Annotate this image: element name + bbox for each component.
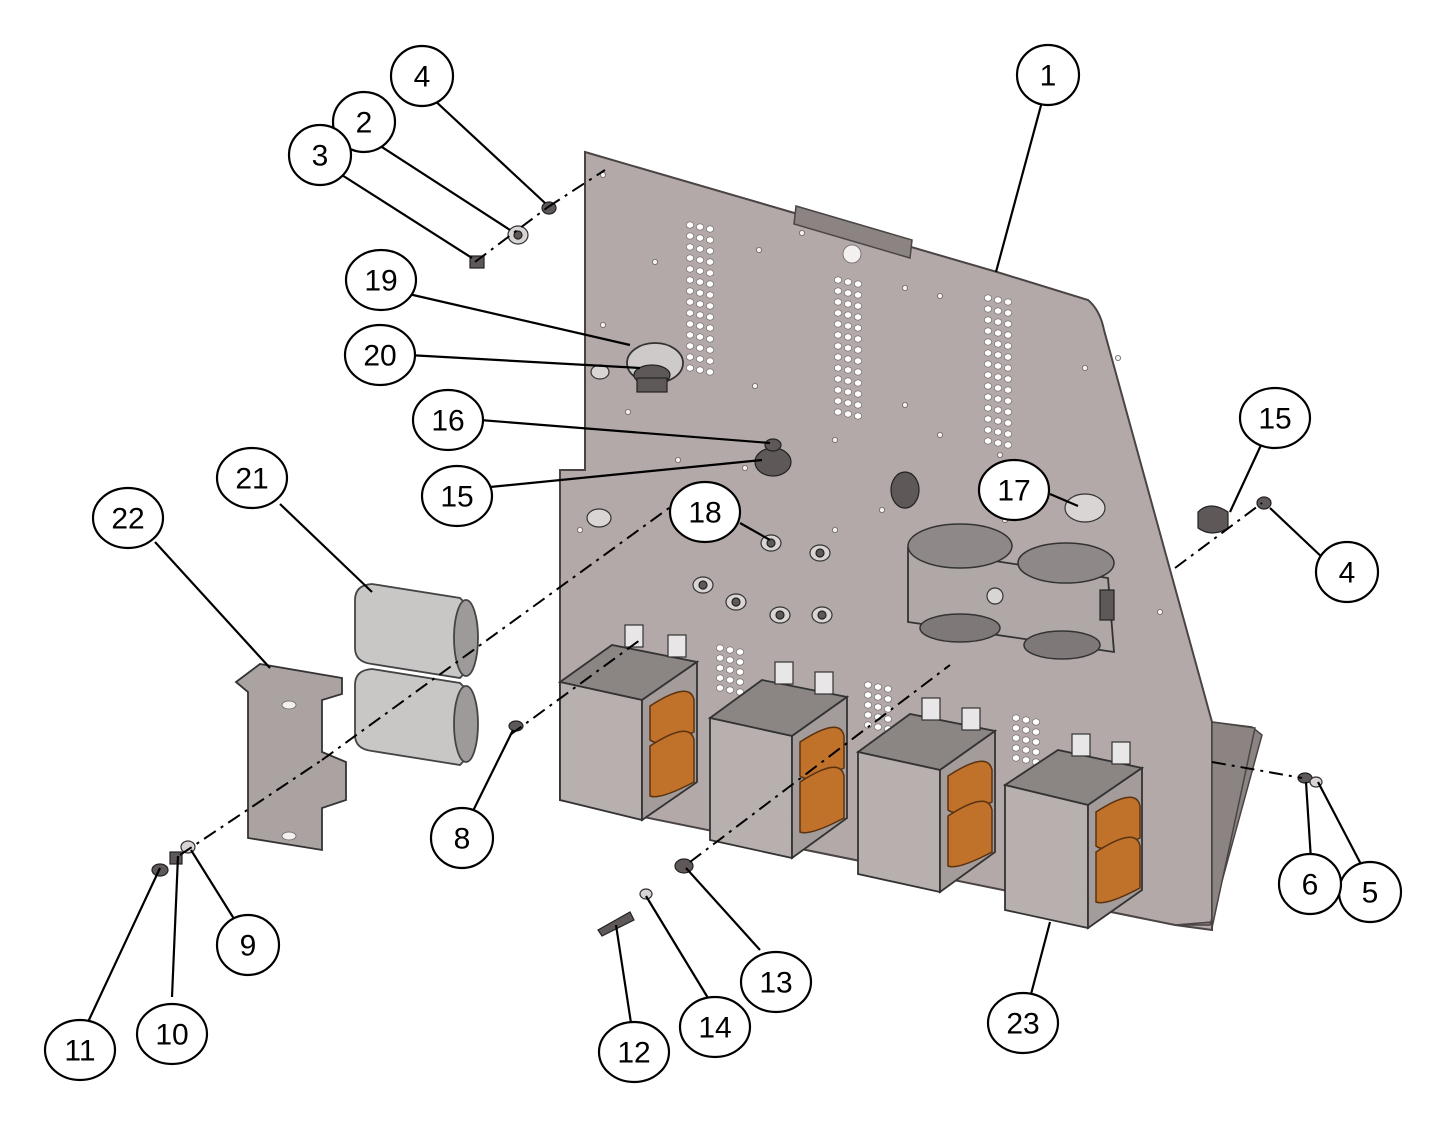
transformer-3 xyxy=(855,697,998,894)
callout-label: 22 xyxy=(111,503,144,536)
callout-c18: 18 xyxy=(668,480,742,544)
callout-c15a: 15 xyxy=(1238,386,1312,450)
callout-c5: 5 xyxy=(1337,860,1403,924)
callout-c2: 2 xyxy=(331,90,397,154)
callout-label: 1 xyxy=(1040,60,1057,93)
callout-label: 12 xyxy=(617,1037,650,1070)
callout-c13: 13 xyxy=(739,950,813,1014)
callout-label: 21 xyxy=(235,463,268,496)
callout-c14: 14 xyxy=(678,995,752,1059)
callout-label: 11 xyxy=(64,1035,95,1068)
callout-label: 13 xyxy=(759,967,792,1000)
callout-c3: 3 xyxy=(287,123,353,187)
transformer-4 xyxy=(1002,733,1145,930)
callout-c4b: 4 xyxy=(1314,540,1380,604)
vent-hole-array xyxy=(686,221,1040,766)
mounting-holes xyxy=(577,171,1164,679)
callout-label: 15 xyxy=(440,481,473,514)
callout-label: 9 xyxy=(240,930,257,963)
fitting xyxy=(1064,493,1106,523)
callout-c23: 23 xyxy=(986,991,1060,1055)
callout-leaders xyxy=(87,97,1365,1024)
callout-c10: 10 xyxy=(135,1002,209,1066)
callout-c21: 21 xyxy=(215,446,289,510)
callout-label: 4 xyxy=(1339,557,1356,590)
callout-c15b: 15 xyxy=(420,464,494,528)
thermostat-assembly xyxy=(590,342,684,393)
callout-label: 3 xyxy=(312,140,329,173)
callout-label: 14 xyxy=(698,1012,731,1045)
callout-label: 2 xyxy=(356,107,373,140)
callout-c20: 20 xyxy=(343,323,417,387)
callout-label: 10 xyxy=(155,1019,188,1052)
callout-label: 6 xyxy=(1302,869,1319,902)
callout-c12: 12 xyxy=(597,1020,671,1084)
callout-label: 20 xyxy=(363,340,396,373)
capacitor-bracket xyxy=(234,663,347,852)
capacitor-upper xyxy=(354,583,479,679)
capacitor-lower xyxy=(354,668,479,766)
callout-c11: 11 xyxy=(43,1018,117,1082)
callout-label: 19 xyxy=(364,265,397,298)
transformer-2 xyxy=(707,661,850,860)
callout-c19: 19 xyxy=(344,248,418,312)
callout-c22: 22 xyxy=(91,486,165,550)
callout-label: 23 xyxy=(1006,1008,1039,1041)
callout-label: 18 xyxy=(688,497,721,530)
callout-c17: 17 xyxy=(977,458,1051,522)
transformer-1 xyxy=(557,624,700,822)
loose-hardware xyxy=(151,201,1323,937)
cable-clamp-mid xyxy=(890,471,920,509)
callout-c9: 9 xyxy=(215,913,281,977)
callout-c16: 16 xyxy=(411,388,485,452)
callout-c6: 6 xyxy=(1277,852,1343,916)
callout-label: 16 xyxy=(431,405,464,438)
assembly-axes xyxy=(179,169,1303,863)
callout-c4a: 4 xyxy=(389,44,455,108)
callout-label: 4 xyxy=(414,61,431,94)
dual-capacitor-block xyxy=(907,523,1115,660)
callout-label: 5 xyxy=(1362,877,1379,910)
callout-label: 17 xyxy=(997,475,1030,508)
callout-label: 15 xyxy=(1258,403,1291,436)
callout-label: 8 xyxy=(454,823,471,856)
callout-c1: 1 xyxy=(1015,43,1081,107)
nut-group xyxy=(692,534,833,624)
callout-c8: 8 xyxy=(429,806,495,870)
